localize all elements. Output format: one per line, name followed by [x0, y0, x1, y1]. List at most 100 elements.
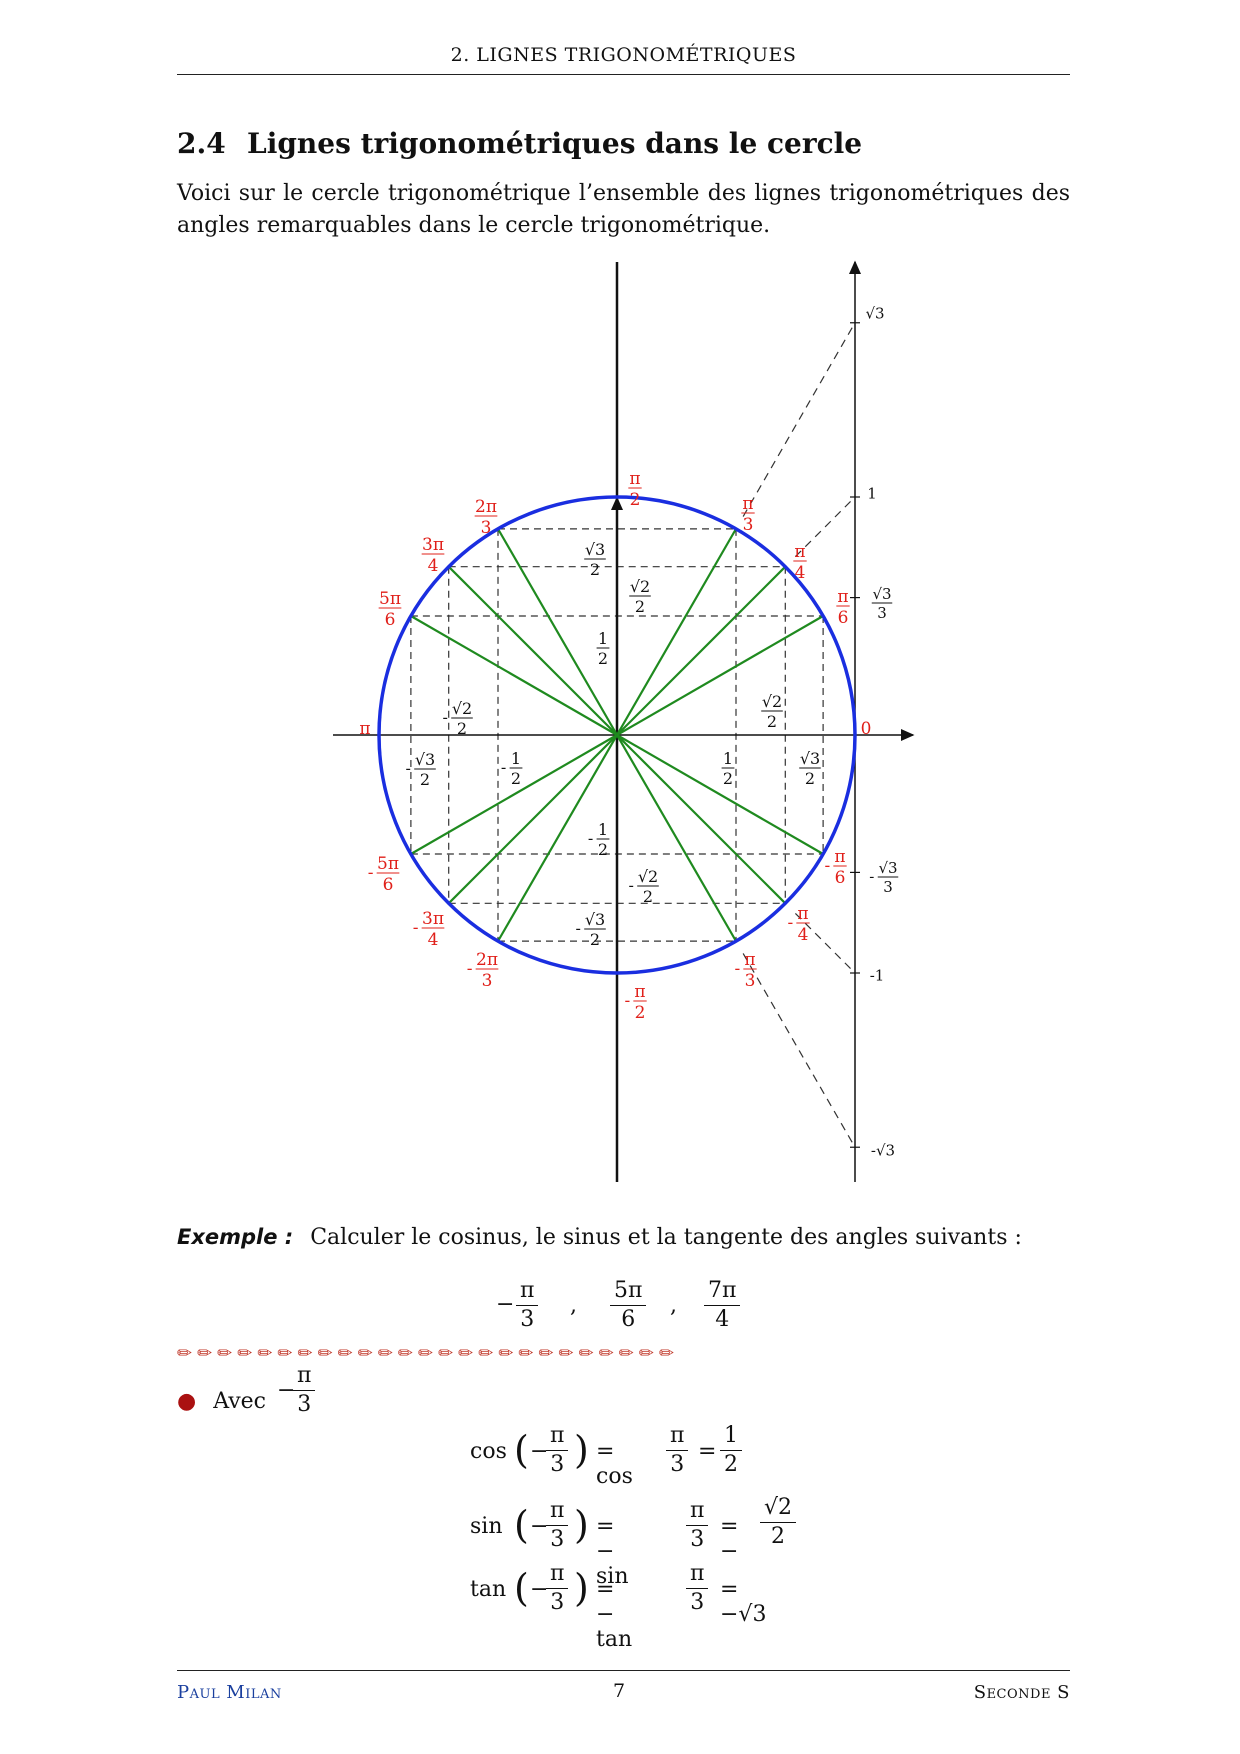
angle-separator: , [670, 1293, 677, 1318]
svg-text:-: - [405, 759, 410, 778]
svg-text:2: 2 [635, 597, 645, 616]
angle-1-num: π [516, 1277, 539, 1306]
pencil-separator: ✏✏✏✏✏✏✏✏✏✏✏✏✏✏✏✏✏✏✏✏✏✏✏✏✏ [177, 1343, 680, 1364]
svg-text:2: 2 [643, 887, 653, 906]
tangent-label: -√33 [869, 859, 899, 896]
svg-text:π: π [797, 904, 808, 924]
tangent-label: √33 [871, 585, 893, 622]
intro-paragraph: Voici sur le cercle trigonométrique l’en… [177, 181, 1070, 238]
paren-close: ) [574, 1428, 589, 1472]
example-label: Exemple : [177, 1225, 294, 1249]
eq-sin-arg-den: 3 [550, 1527, 565, 1552]
eq-cos-num2: π [666, 1422, 689, 1451]
svg-text:1: 1 [867, 484, 877, 502]
svg-text:1: 1 [598, 820, 608, 839]
eq-cos-arg-den: 3 [550, 1452, 565, 1477]
svg-text:-: - [734, 959, 740, 979]
svg-text:2: 2 [598, 649, 608, 668]
value-label: -12 [588, 820, 610, 859]
svg-text:3: 3 [743, 515, 754, 535]
angle-ray [497, 734, 618, 942]
svg-text:π: π [744, 950, 755, 970]
bullet-num: π [292, 1362, 316, 1391]
eq-sin-res-sign: = − [720, 1514, 739, 1564]
angle-label: -5π6 [368, 854, 400, 895]
angle-2: 5π 6 [610, 1277, 647, 1334]
example-text: Calculer le cosinus, le sinus et la tang… [310, 1225, 1022, 1250]
value-label: -√32 [575, 910, 606, 949]
angle-label: π6 [836, 587, 850, 628]
eq-sin-num2: π [686, 1497, 709, 1526]
svg-text:√3: √3 [872, 585, 891, 603]
svg-text:2: 2 [457, 719, 467, 738]
angle-ray [616, 615, 824, 736]
angle-ray [410, 734, 618, 855]
svg-text:4: 4 [798, 925, 809, 945]
eq-sin-den2: 3 [690, 1527, 705, 1552]
svg-text:2: 2 [630, 490, 641, 510]
paren-close: ) [574, 1503, 589, 1547]
eq-cos-fn: cos [470, 1439, 507, 1464]
value-label: 12 [721, 749, 735, 788]
value-label: √32 [584, 540, 606, 579]
svg-text:-: - [501, 758, 506, 777]
svg-text:2: 2 [635, 1003, 646, 1023]
eq-tan-num2: π [686, 1560, 709, 1589]
eq-tan-den2: 3 [690, 1590, 705, 1615]
svg-text:2: 2 [590, 930, 600, 949]
angle-label: -π3 [734, 950, 757, 991]
svg-text:√2: √2 [630, 577, 650, 596]
angle-1-sign: − [496, 1292, 515, 1317]
svg-text:-1: -1 [870, 966, 885, 984]
svg-text:3: 3 [481, 518, 492, 538]
svg-text:-: - [467, 959, 473, 979]
tangent-extension [794, 496, 856, 558]
svg-text:4: 4 [428, 556, 439, 576]
eq-cos-mid: = cos [596, 1439, 633, 1489]
value-label: √22 [761, 692, 783, 731]
angle-ray [410, 615, 618, 736]
angle-1: − π 3 [496, 1277, 539, 1334]
eq-sin-res-den: 2 [771, 1524, 785, 1549]
footer-page-number: 7 [613, 1680, 626, 1702]
angle-label: -π4 [787, 904, 810, 945]
tangent-label: √3 [865, 304, 884, 322]
svg-text:3: 3 [482, 971, 493, 991]
bullet-avec: ● Avec − π 3 [177, 1363, 317, 1417]
tangent-extension [742, 953, 856, 1148]
angle-ray [616, 734, 824, 855]
value-label: -√22 [442, 699, 473, 738]
footer-author: Paul Milan [177, 1682, 282, 1703]
svg-text:5π: 5π [379, 589, 401, 609]
svg-text:0: 0 [861, 719, 872, 739]
svg-text:-√3: -√3 [871, 1141, 895, 1159]
eq-sin-mid: = − sin [596, 1514, 629, 1589]
angle-label: 2π3 [474, 497, 498, 538]
angle-label: π3 [741, 494, 755, 535]
tangent-label: 1 [867, 484, 877, 502]
svg-text:π: π [359, 719, 370, 739]
section-number: 2.4 [177, 127, 226, 160]
bullet-den: 3 [297, 1392, 312, 1417]
value-label: -√22 [628, 867, 659, 906]
footer-rule [177, 1670, 1070, 1671]
value-label: √22 [629, 577, 651, 616]
tangent-label: -√3 [871, 1141, 895, 1159]
angle-1-den: 3 [520, 1307, 535, 1332]
svg-text:2: 2 [805, 769, 815, 788]
bullet-sign: − [276, 1378, 296, 1403]
svg-text:2: 2 [511, 769, 521, 788]
eq-tan-mid: = − tan [596, 1577, 633, 1652]
svg-text:6: 6 [383, 875, 394, 895]
svg-text:√3: √3 [415, 750, 435, 769]
example-angles: − π 3 , 5π 6 , 7π 4 [496, 1277, 750, 1337]
svg-text:-: - [824, 856, 830, 876]
svg-text:2: 2 [420, 770, 430, 789]
angle-separator: , [570, 1293, 577, 1318]
angle-2-den: 6 [621, 1307, 636, 1332]
eq-tan-res: = −√3 [720, 1577, 767, 1627]
svg-text:π: π [742, 494, 753, 514]
header-rule [177, 74, 1070, 75]
